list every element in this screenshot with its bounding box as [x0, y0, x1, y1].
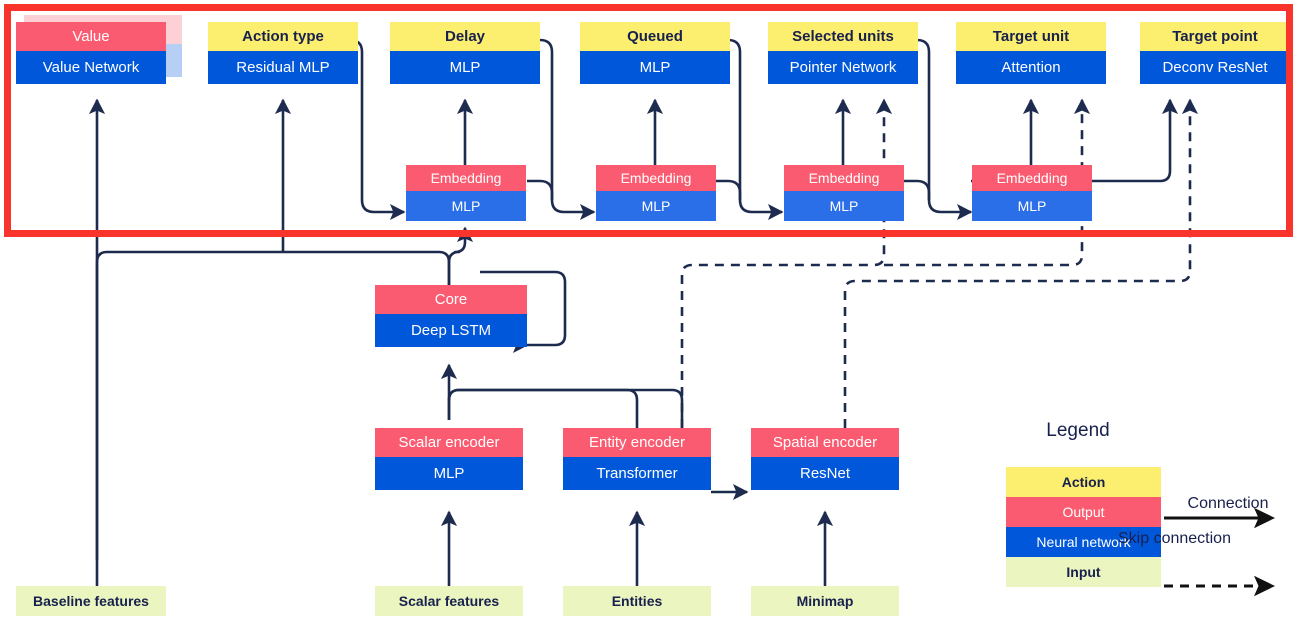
embedding-delay-base: MLP — [406, 191, 526, 221]
legend-swatch-input: Input — [1006, 557, 1161, 587]
core-base: Deep LSTM — [375, 314, 527, 347]
legend-title: Legend — [1046, 420, 1110, 441]
head-target-point-cap: Target point — [1140, 22, 1290, 51]
legend-swatch-action: Action — [1006, 467, 1161, 497]
entity-encoder-base: Transformer — [563, 457, 711, 490]
core-node[interactable]: Core Deep LSTM — [375, 285, 527, 347]
embedding-delay[interactable]: Embedding MLP — [406, 165, 526, 221]
legend-connection-label: Connection — [1187, 495, 1269, 512]
legend-skip-label: Skip connection — [1118, 530, 1231, 547]
legend-swatch-output: Output — [1006, 497, 1161, 527]
head-selected-units-base: Pointer Network — [768, 51, 918, 84]
head-queued-base: MLP — [580, 51, 730, 84]
embedding-queued[interactable]: Embedding MLP — [596, 165, 716, 221]
head-target-unit[interactable]: Target unit Attention — [956, 22, 1106, 84]
core-cap: Core — [375, 285, 527, 314]
head-action-type-base: Residual MLP — [208, 51, 358, 84]
embedding-target-unit-base: MLP — [972, 191, 1092, 221]
head-action-type[interactable]: Action type Residual MLP — [208, 22, 358, 84]
input-baseline-features[interactable]: Baseline features — [16, 586, 166, 616]
head-target-point-base: Deconv ResNet — [1140, 51, 1290, 84]
head-selected-units-cap: Selected units — [768, 22, 918, 51]
embedding-target-unit-cap: Embedding — [972, 165, 1092, 191]
head-target-unit-cap: Target unit — [956, 22, 1106, 51]
scalar-encoder-base: MLP — [375, 457, 523, 490]
scalar-encoder-node[interactable]: Scalar encoder MLP — [375, 428, 523, 490]
head-queued[interactable]: Queued MLP — [580, 22, 730, 84]
legend-swatches: Action Output Neural network Input — [1006, 467, 1161, 587]
embedding-selected-units[interactable]: Embedding MLP — [784, 165, 904, 221]
spatial-encoder-node[interactable]: Spatial encoder ResNet — [751, 428, 899, 490]
embedding-target-unit[interactable]: Embedding MLP — [972, 165, 1092, 221]
input-scalar-features[interactable]: Scalar features — [375, 586, 523, 616]
spatial-encoder-cap: Spatial encoder — [751, 428, 899, 457]
legend-arrow-samples — [1164, 508, 1275, 597]
head-delay[interactable]: Delay MLP — [390, 22, 540, 84]
head-queued-cap: Queued — [580, 22, 730, 51]
head-target-point[interactable]: Target point Deconv ResNet — [1140, 22, 1290, 84]
head-delay-cap: Delay — [390, 22, 540, 51]
legend-swatch-neural-network: Neural network — [1006, 527, 1161, 557]
input-entities[interactable]: Entities — [563, 586, 711, 616]
scalar-encoder-cap: Scalar encoder — [375, 428, 523, 457]
embedding-selected-units-cap: Embedding — [784, 165, 904, 191]
entity-encoder-node[interactable]: Entity encoder Transformer — [563, 428, 711, 490]
input-minimap[interactable]: Minimap — [751, 586, 899, 616]
head-action-type-cap: Action type — [208, 22, 358, 51]
embedding-selected-units-base: MLP — [784, 191, 904, 221]
head-value[interactable]: Value Value Network — [16, 22, 166, 84]
head-delay-base: MLP — [390, 51, 540, 84]
embedding-delay-cap: Embedding — [406, 165, 526, 191]
embedding-queued-cap: Embedding — [596, 165, 716, 191]
entity-encoder-cap: Entity encoder — [563, 428, 711, 457]
head-value-base: Value Network — [16, 51, 166, 84]
head-target-unit-base: Attention — [956, 51, 1106, 84]
head-selected-units[interactable]: Selected units Pointer Network — [768, 22, 918, 84]
spatial-encoder-base: ResNet — [751, 457, 899, 490]
embedding-queued-base: MLP — [596, 191, 716, 221]
head-value-cap: Value — [16, 22, 166, 51]
